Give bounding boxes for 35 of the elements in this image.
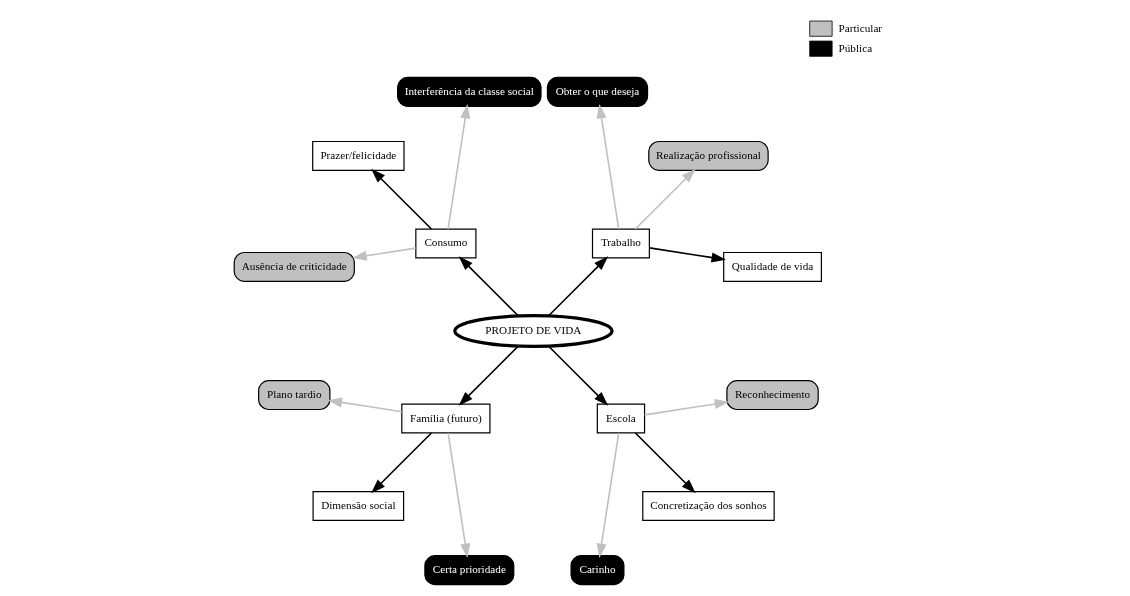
node-box: Interferência da classe social	[397, 76, 542, 107]
node-box: Ausência de criticidade	[233, 251, 355, 282]
arrow	[643, 399, 730, 416]
node-box: Carinho	[570, 555, 625, 586]
node-box: Prazer/felicidade	[312, 140, 405, 171]
arrow	[458, 345, 519, 406]
arrow	[447, 432, 471, 559]
node-box: Realização profissional	[648, 140, 769, 171]
arrow	[648, 247, 726, 263]
arrow	[547, 345, 609, 406]
node-box: Concretização dos sonhos	[642, 491, 775, 522]
arrow	[352, 247, 417, 261]
node-box: Reconhecimento	[726, 380, 819, 411]
node-box: Escola	[596, 403, 646, 434]
arrow	[371, 432, 433, 494]
arrow	[634, 432, 696, 494]
node-box: Consumo	[415, 228, 477, 259]
arrow	[447, 103, 471, 230]
arrow	[596, 432, 620, 559]
node-box: Certa prioridade	[424, 555, 515, 586]
legend-label: Pública	[838, 41, 873, 54]
arrow	[371, 168, 433, 230]
arrow	[327, 397, 403, 413]
legend-label: Particular	[838, 21, 883, 34]
node-box: Plano tardio	[258, 380, 331, 411]
node-box: Obter o que deseja	[546, 76, 649, 107]
node-box: Trabalho	[591, 228, 650, 259]
node-box: Família (futuro)	[401, 403, 491, 434]
node-ellipse: PROJETO DE VIDA	[453, 314, 614, 348]
node-box: Dimensão social	[312, 491, 405, 522]
arrow	[458, 256, 519, 317]
node-box: Qualidade de vida	[723, 251, 822, 282]
arrow	[547, 256, 609, 317]
arrow	[634, 168, 696, 230]
arrow	[596, 103, 620, 230]
